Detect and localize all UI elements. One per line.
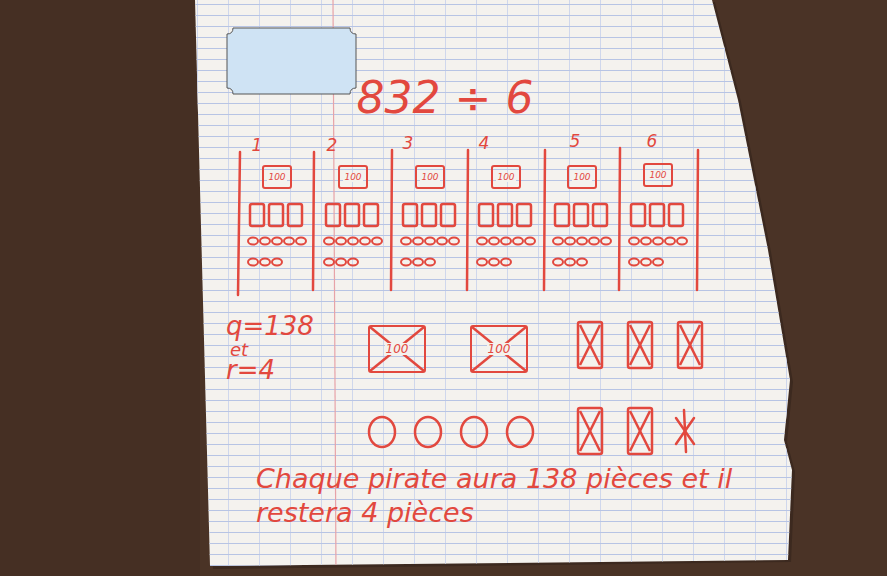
column-number: 6 <box>647 132 658 151</box>
square-value: 100 <box>267 173 286 182</box>
column-number: 4 <box>479 134 490 153</box>
square-value: 100 <box>487 343 512 355</box>
column-number: 5 <box>570 132 581 151</box>
hundred-square: 100 <box>470 325 528 373</box>
square-value: 100 <box>420 173 439 182</box>
square-value: 100 <box>496 173 515 182</box>
answer-sentence: Chaque pirate aura 138 pièces et il rest… <box>256 462 784 530</box>
square-value: 100 <box>648 171 667 180</box>
hundred-square: 100 <box>567 165 597 189</box>
result-note: r=4 <box>226 356 275 385</box>
result-note: q=138 <box>226 312 314 341</box>
hundred-square: 100 <box>643 163 673 187</box>
column-number: 3 <box>403 134 414 153</box>
column-number: 1 <box>252 136 263 155</box>
hundred-square: 100 <box>262 165 292 189</box>
square-value: 100 <box>572 173 591 182</box>
hundred-square: 100 <box>491 165 521 189</box>
hundred-square: 100 <box>338 165 368 189</box>
hundred-square: 100 <box>368 325 426 373</box>
hundred-square: 100 <box>415 165 445 189</box>
title: 832 ÷ 6 <box>357 74 534 122</box>
column-number: 2 <box>327 136 338 155</box>
square-value: 100 <box>385 343 410 355</box>
square-value: 100 <box>343 173 362 182</box>
